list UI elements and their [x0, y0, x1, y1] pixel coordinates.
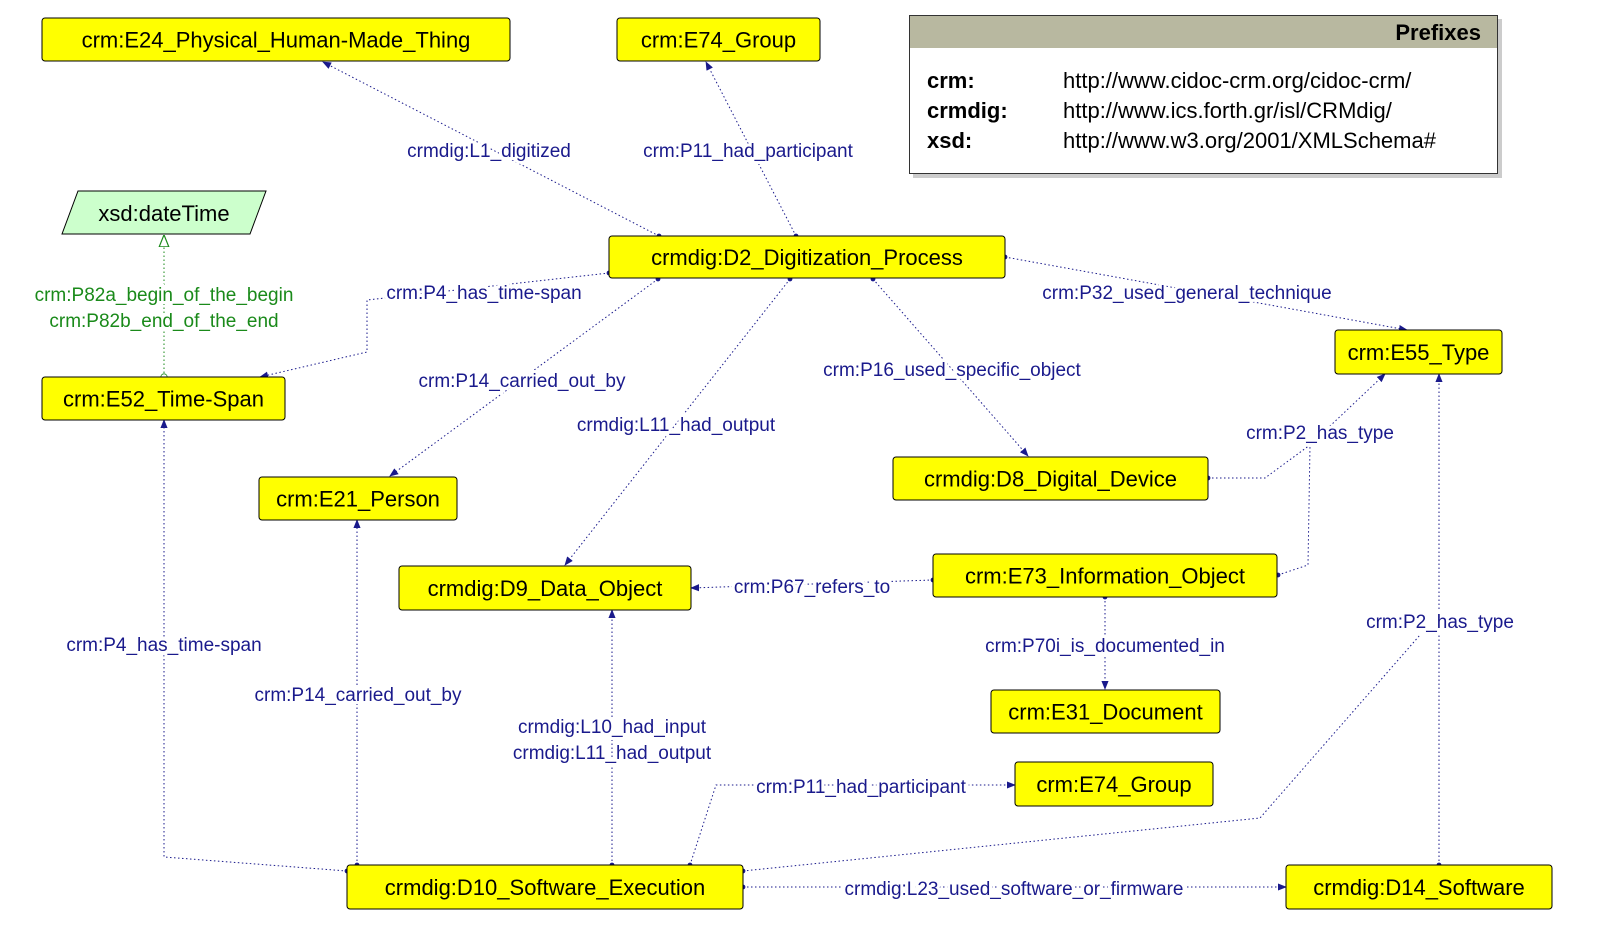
class-node-d14[interactable]: crmdig:D14_Software: [1285, 864, 1553, 910]
node-label: crm:E55_Type: [1348, 340, 1490, 365]
edge-label: crmdig:L11_had_output: [513, 743, 712, 764]
node-label: crmdig:D10_Software_Execution: [385, 875, 705, 900]
node-box: [398, 565, 692, 611]
node-label: crm:E24_Physical_Human-Made_Thing: [82, 28, 471, 53]
edge-p14a[interactable]: [389, 276, 661, 477]
class-node-d10[interactable]: crmdig:D10_Software_Execution: [346, 864, 744, 910]
edge-label: crm:P14_carried_out_by: [419, 371, 626, 392]
node-box: [1014, 761, 1214, 807]
node-label: crm:E74_Group: [1036, 772, 1191, 797]
node-label: crm:E74_Group: [641, 28, 796, 53]
edge-line: [1275, 444, 1311, 578]
node-box: [932, 553, 1278, 598]
edge-label: crmdig:L11_had_output: [577, 415, 776, 436]
class-node-d2[interactable]: crmdig:D2_Digitization_Process: [608, 235, 1006, 279]
edge-line: [160, 419, 350, 874]
node-box: [616, 17, 821, 62]
edge-label: crm:P11_had_participant: [643, 141, 854, 162]
literal-node-datetime[interactable]: xsd:dateTime: [61, 190, 267, 235]
class-node-e31[interactable]: crm:E31_Document: [990, 689, 1221, 734]
node-box: [1334, 329, 1503, 375]
edge-line: [1002, 254, 1408, 333]
edge-label: crm:P14_carried_out_by: [255, 685, 462, 706]
edge-label: crm:P4_has_time-span: [66, 635, 261, 656]
class-node-e74b[interactable]: crm:E74_Group: [1014, 761, 1214, 807]
literal-box: [61, 190, 267, 235]
prefix-row: crm: http://www.cidoc-crm.org/cidoc-crm/: [910, 66, 1497, 96]
class-node-e73[interactable]: crm:E73_Information_Object: [932, 553, 1278, 598]
edge-label: crm:P82a_begin_of_the_begin: [35, 285, 294, 306]
node-label: crm:E52_Time-Span: [63, 387, 264, 412]
prefixes-title: Prefixes: [910, 16, 1497, 48]
edge-p32[interactable]: [1002, 254, 1408, 333]
edge-label: crm:P70i_is_documented_in: [985, 636, 1225, 657]
prefix-row: xsd: http://www.w3.org/2001/XMLSchema#: [910, 126, 1497, 156]
edge-label: crm:P32_used_general_technique: [1042, 283, 1331, 304]
edge-l11a[interactable]: [564, 276, 793, 566]
edge-line: [389, 276, 661, 477]
node-label: crmdig:D9_Data_Object: [428, 576, 663, 601]
edge-line: [740, 634, 1421, 874]
node-box: [990, 689, 1221, 734]
edge-label: crm:P11_had_participant: [756, 777, 967, 798]
node-box: [892, 456, 1209, 501]
prefix-name: crm:: [927, 68, 975, 93]
edge-label: crm:P4_has_time-span: [386, 283, 581, 304]
prefix-uri: http://www.cidoc-crm.org/cidoc-crm/: [1063, 68, 1412, 93]
edge-label: crm:P82b_end_of_the_end: [49, 311, 278, 332]
node-label: crmdig:D8_Digital_Device: [924, 467, 1177, 492]
edge-line: [564, 276, 793, 566]
prefixes-legend: Prefixes crm: http://www.cidoc-crm.org/ci…: [909, 15, 1498, 174]
edge-p2a[interactable]: [1205, 373, 1386, 481]
edge-label: crm:P16_used_specific_object: [823, 360, 1081, 381]
class-node-e52[interactable]: crm:E52_Time-Span: [41, 376, 286, 421]
edge-line: [322, 61, 662, 239]
edge-p2b-d10[interactable]: [740, 634, 1421, 874]
prefix-uri: http://www.w3.org/2001/XMLSchema#: [1063, 128, 1436, 153]
prefix-uri: http://www.ics.forth.gr/isl/CRMdig/: [1063, 98, 1392, 123]
edge-line: [870, 276, 1029, 457]
edge-p11a[interactable]: [705, 61, 799, 239]
class-node-e21[interactable]: crm:E21_Person: [258, 476, 458, 521]
node-box: [258, 476, 458, 521]
edge-label: crm:P2_has_type: [1246, 423, 1394, 444]
prefix-name: xsd:: [927, 128, 973, 153]
node-label: crmdig:D14_Software: [1313, 875, 1525, 900]
edge-label: crm:P67_refers_to: [734, 577, 890, 598]
edge-p4b[interactable]: [160, 419, 350, 874]
edge-line: [705, 61, 799, 239]
node-box: [608, 235, 1006, 279]
class-node-e55[interactable]: crm:E55_Type: [1334, 329, 1503, 375]
edge-line: [687, 781, 1016, 868]
node-box: [41, 17, 511, 62]
node-box: [41, 376, 286, 421]
edge-label: crmdig:L10_had_input: [518, 717, 707, 738]
class-node-e24[interactable]: crm:E24_Physical_Human-Made_Thing: [41, 17, 511, 62]
node-label: xsd:dateTime: [98, 201, 229, 226]
edge-line: [690, 577, 936, 592]
node-box: [346, 864, 744, 910]
edge-label: crmdig:L1_digitized: [407, 141, 571, 162]
class-node-e74a[interactable]: crm:E74_Group: [616, 17, 821, 62]
edge-l1[interactable]: [322, 61, 662, 239]
node-label: crmdig:D2_Digitization_Process: [651, 245, 963, 270]
class-node-d8[interactable]: crmdig:D8_Digital_Device: [892, 456, 1209, 501]
edge-p16[interactable]: [870, 276, 1029, 457]
node-label: crm:E31_Document: [1008, 700, 1202, 725]
class-node-d9[interactable]: crmdig:D9_Data_Object: [398, 565, 692, 611]
node-label: crm:E21_Person: [276, 487, 440, 512]
edge-label: crm:P2_has_type: [1366, 612, 1514, 633]
prefix-row: crmdig: http://www.ics.forth.gr/isl/CRMdi…: [910, 96, 1497, 126]
edge-label: crmdig:L23_used_software_or_firmware: [845, 879, 1184, 900]
edge-p2a-e73[interactable]: [1275, 444, 1311, 578]
edge-line: [1205, 373, 1386, 481]
node-label: crm:E73_Information_Object: [965, 564, 1245, 589]
edge-p67[interactable]: [690, 577, 936, 592]
edge-p11b[interactable]: [687, 781, 1016, 868]
prefix-name: crmdig:: [927, 98, 1008, 123]
node-box: [1285, 864, 1553, 910]
